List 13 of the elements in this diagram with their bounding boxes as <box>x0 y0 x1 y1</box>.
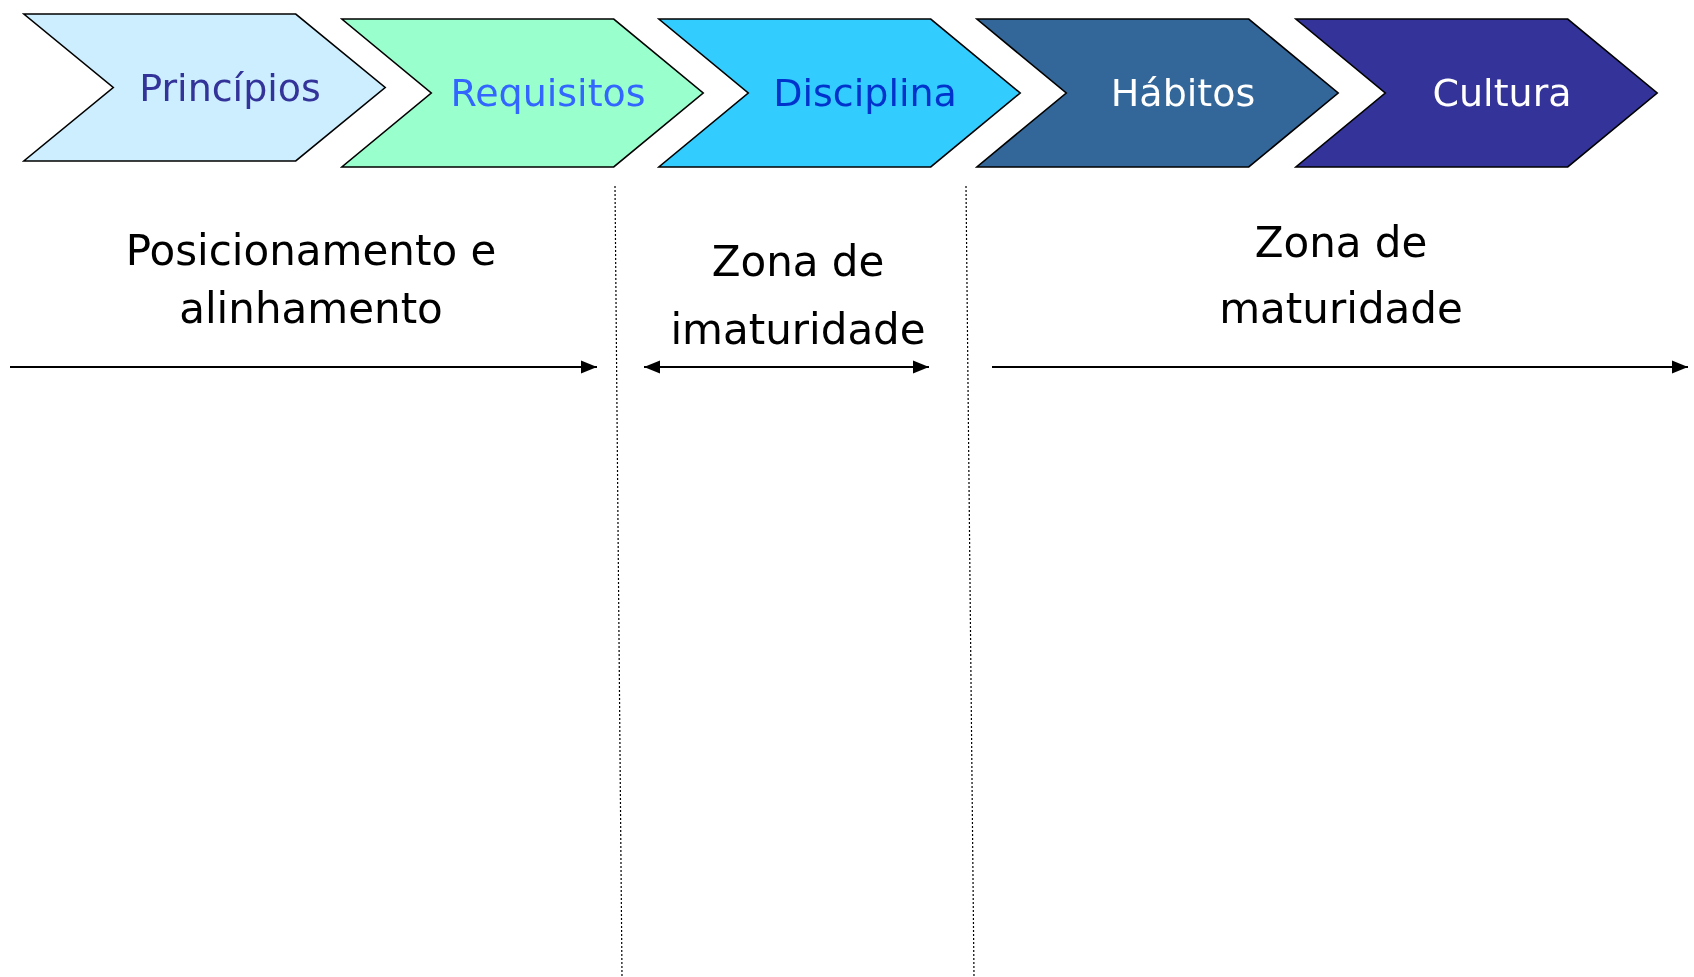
chevron-step <box>340 18 705 168</box>
zone-label: Zona de maturidade <box>1218 217 1464 335</box>
step-label: Requisitos <box>449 70 647 117</box>
step-label: Hábitos <box>1109 70 1257 117</box>
zone-label: Posicionamento e alinhamento <box>124 225 498 335</box>
chevron-step <box>975 18 1340 168</box>
chevron-step <box>657 18 1022 168</box>
step-label: Princípios <box>138 64 322 112</box>
chevron-step <box>1294 18 1659 168</box>
chevron-step <box>22 13 387 162</box>
zone-label: Zona de imaturidade <box>669 236 927 356</box>
step-label: Disciplina <box>772 70 958 117</box>
step-label: Cultura <box>1431 70 1573 117</box>
